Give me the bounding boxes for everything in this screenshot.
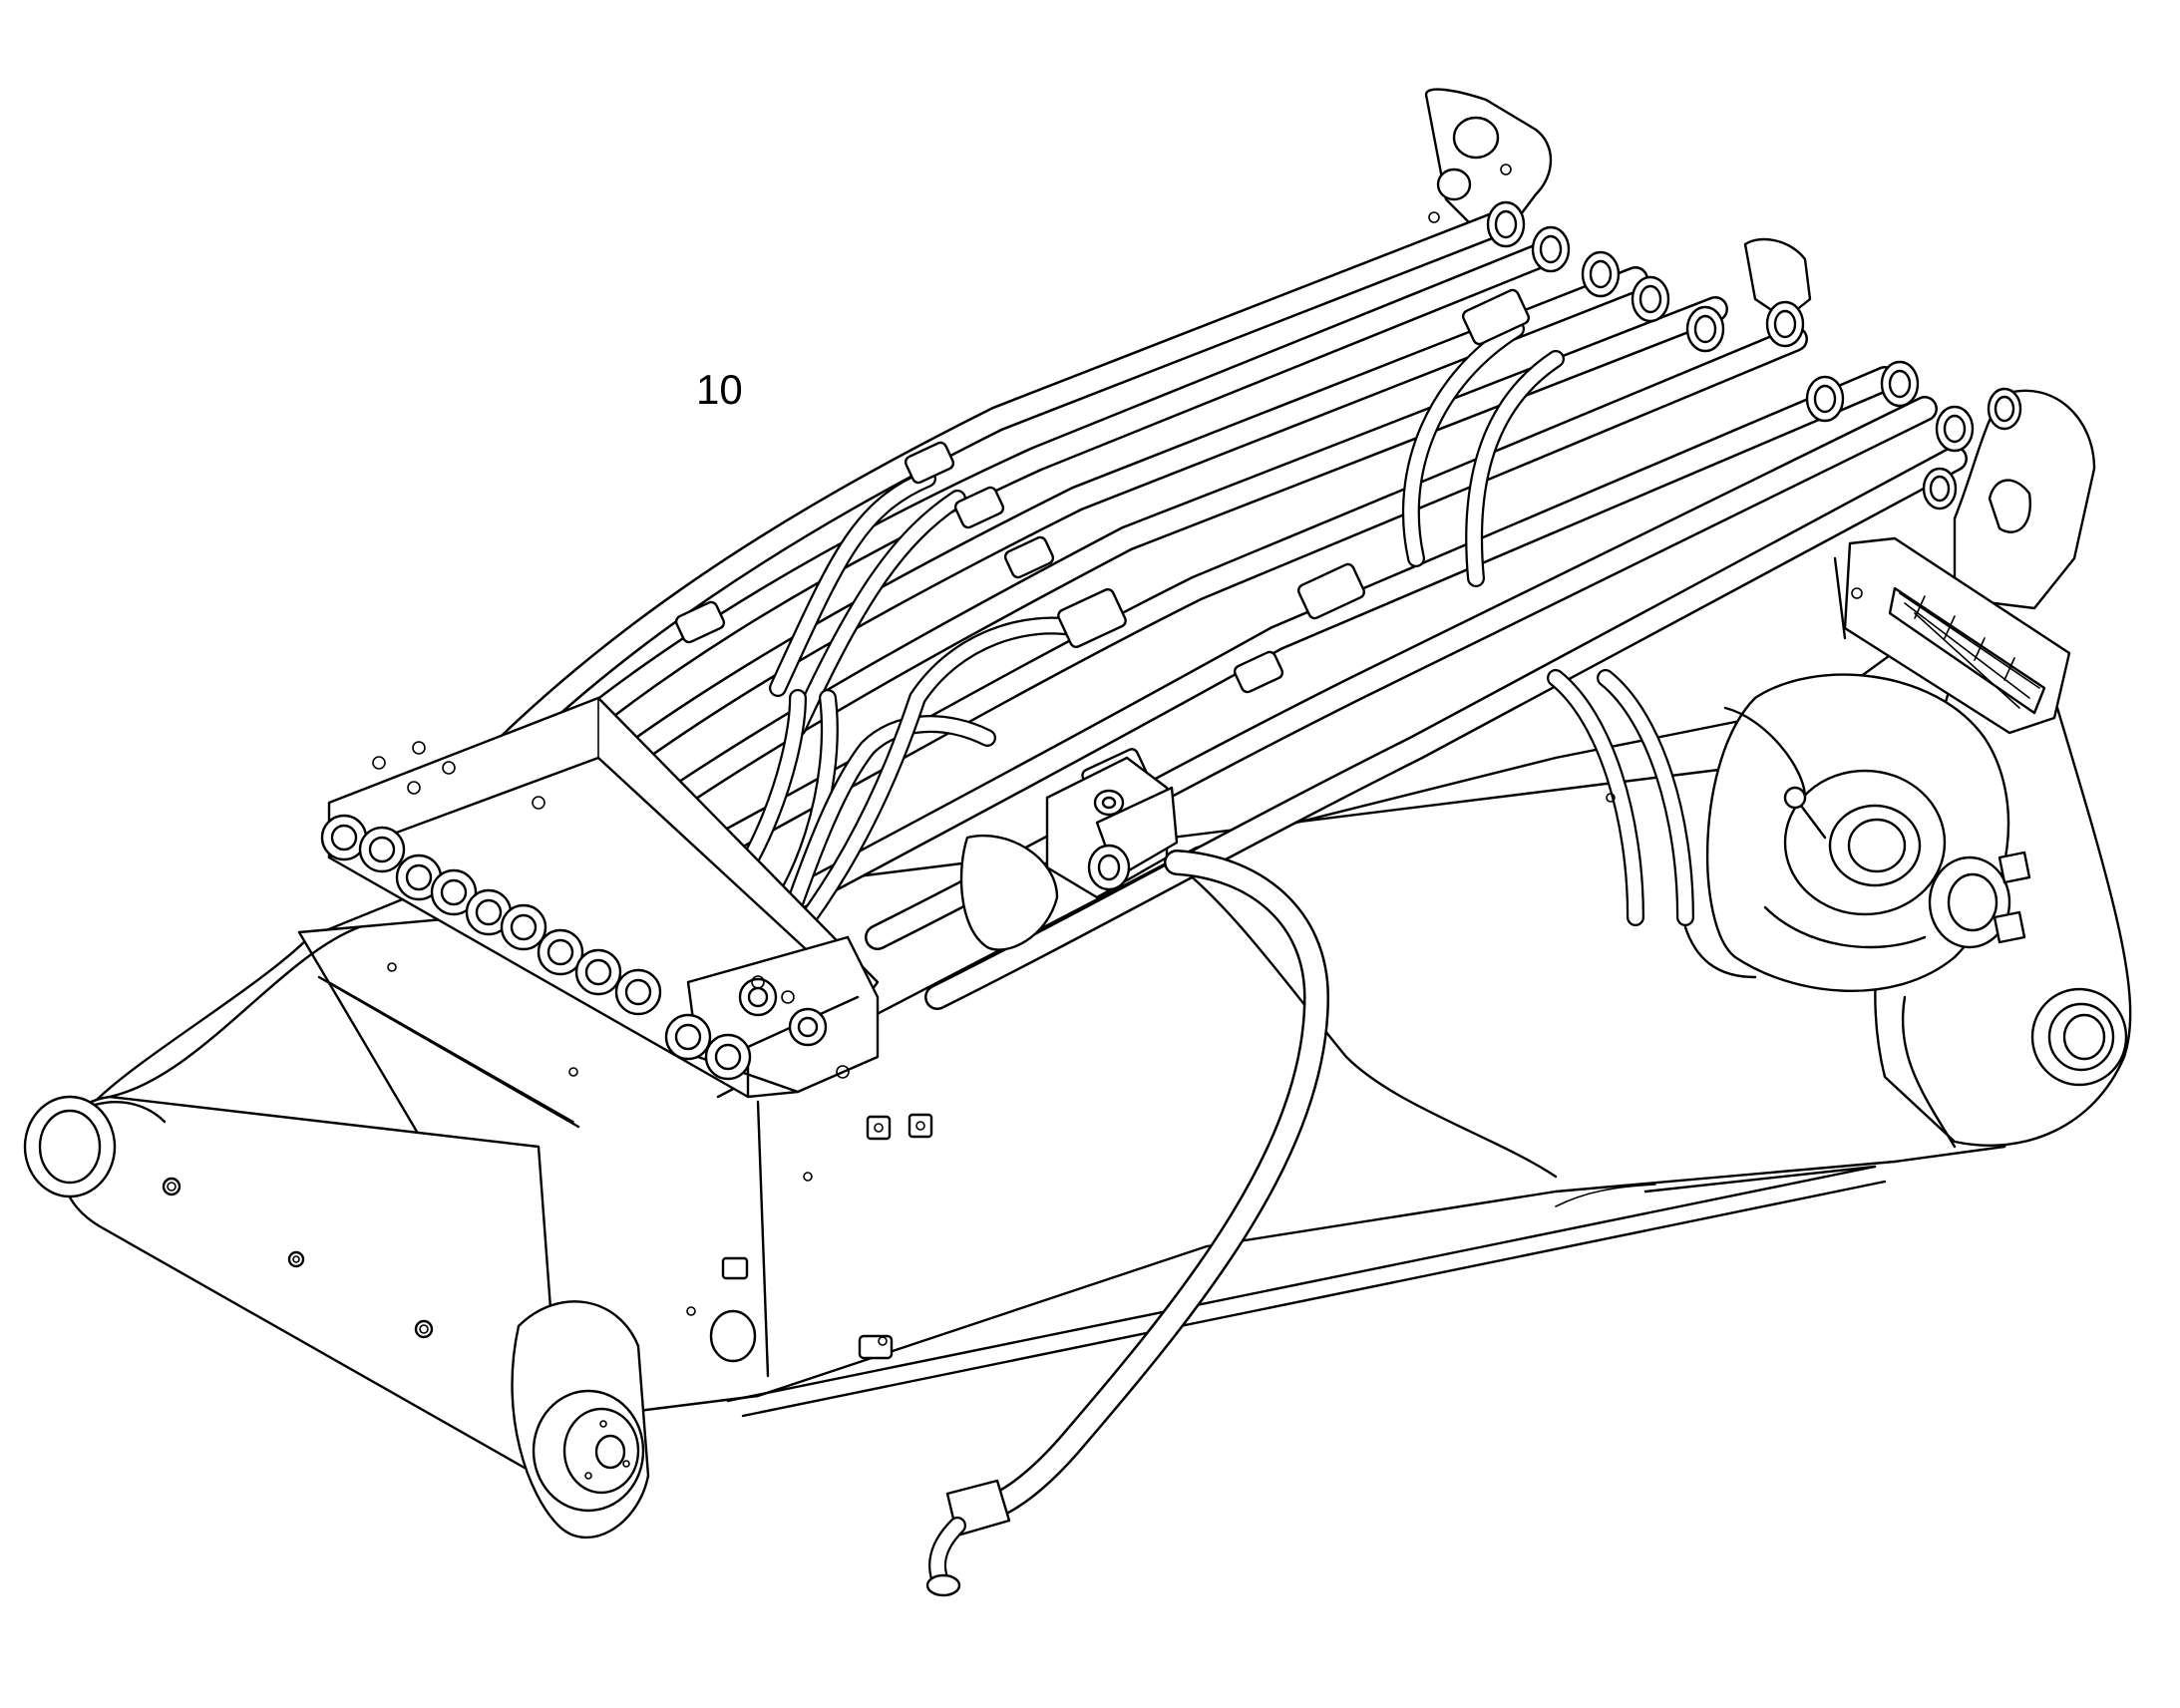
rotary-housing (1705, 673, 2011, 992)
lower-pivot-pin (511, 1300, 757, 1539)
hanging-hose (925, 850, 1329, 1597)
callout-label: 10 (696, 366, 743, 413)
top-fittings (1486, 200, 2022, 511)
right-side-lines (1683, 706, 2031, 979)
foot-pin-left (23, 1095, 167, 1198)
side-pads (686, 793, 1616, 1360)
cover-grille (1833, 536, 2071, 735)
manifold-ports (320, 741, 850, 1081)
mid-block (959, 756, 1179, 951)
top-mounting-plate (1424, 88, 2096, 610)
